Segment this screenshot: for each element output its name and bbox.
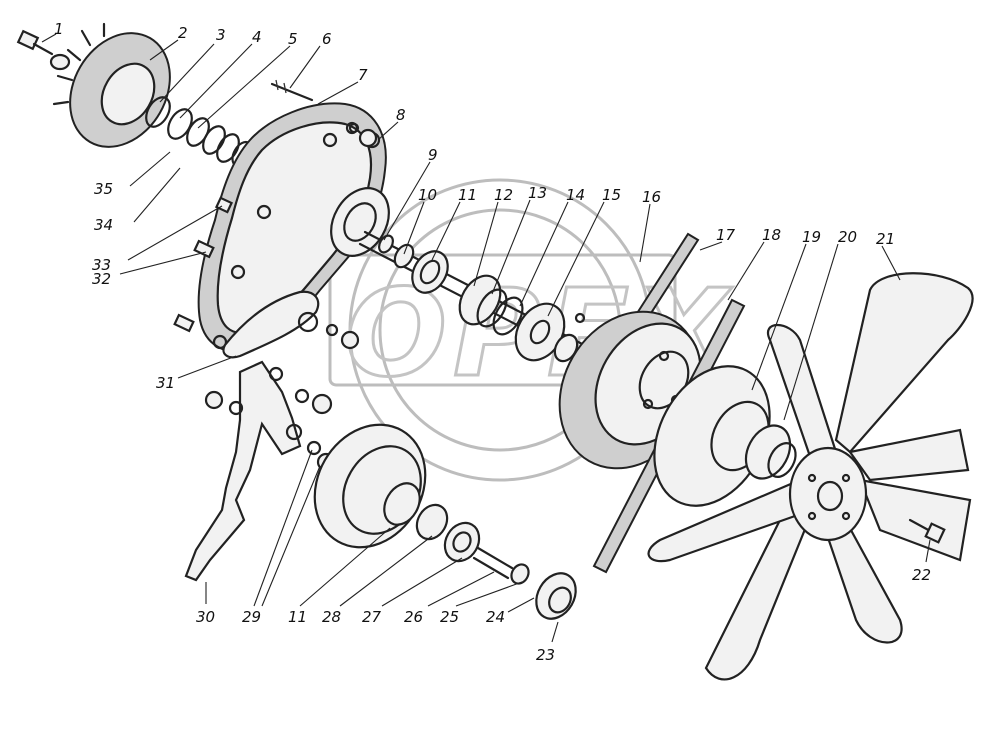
callout-12: 12 (494, 186, 513, 204)
part-stud-6 (270, 79, 314, 102)
callout-15: 15 (602, 186, 621, 204)
callout-7: 7 (358, 66, 368, 84)
callout-18: 18 (762, 226, 781, 244)
callout-labels: 1 2 3 4 5 6 7 8 9 10 11 12 13 14 15 16 1… (54, 20, 931, 664)
callout-9: 9 (428, 146, 438, 164)
callout-14: 14 (566, 186, 585, 204)
callout-34: 34 (94, 216, 113, 234)
callout-20: 20 (838, 228, 857, 246)
callout-25: 25 (440, 608, 459, 626)
leader-lines (41, 33, 931, 643)
callout-35: 35 (94, 180, 113, 198)
callout-3: 3 (216, 26, 226, 44)
callout-13: 13 (528, 184, 547, 202)
callout-2: 2 (178, 24, 188, 42)
callout-4: 4 (252, 28, 262, 46)
callout-27: 27 (362, 608, 382, 626)
part-bolt-22 (908, 518, 946, 544)
callout-22: 22 (912, 566, 931, 584)
callout-29: 29 (242, 608, 261, 626)
callout-16: 16 (642, 188, 661, 206)
part-small-bolts (173, 196, 234, 333)
part-arm-30 (184, 360, 303, 582)
callout-21: 21 (876, 230, 895, 248)
callout-8: 8 (396, 106, 406, 124)
callout-32: 32 (92, 270, 111, 288)
callout-28: 28 (322, 608, 341, 626)
callout-24: 24 (486, 608, 505, 626)
part-bolt-1 (16, 29, 71, 71)
part-fan-21 (647, 272, 974, 681)
part-lower-pulley (313, 423, 577, 620)
callout-19: 19 (802, 228, 821, 246)
part-shaft-assembly (358, 230, 592, 363)
callout-11-upper: 11 (458, 186, 477, 204)
callout-30: 30 (196, 608, 215, 626)
callout-33: 33 (92, 256, 111, 274)
callout-17: 17 (716, 226, 736, 244)
callout-10: 10 (418, 186, 437, 204)
callout-23: 23 (536, 646, 555, 664)
callout-6: 6 (322, 30, 332, 48)
callout-1: 1 (54, 20, 64, 38)
callout-26: 26 (404, 608, 423, 626)
part-housing-8 (197, 102, 390, 353)
part-hub-19-20 (653, 365, 797, 507)
callout-11-lower: 11 (288, 608, 307, 626)
part-pulley-2 (52, 22, 171, 148)
callout-31: 31 (156, 374, 175, 392)
callout-5: 5 (288, 30, 298, 48)
